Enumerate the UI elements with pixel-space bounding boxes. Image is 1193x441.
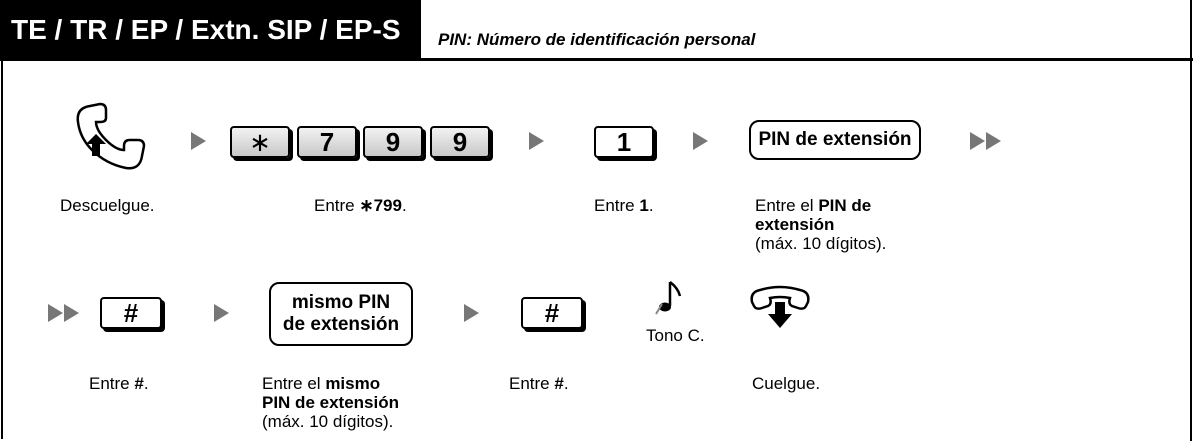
double-arrow-b1 (48, 304, 63, 322)
arrow-3 (693, 132, 708, 150)
step-enter-1: Entre 1. (594, 196, 654, 215)
same-pin-softkey: mismo PIN de extensión (269, 282, 413, 346)
double-arrow-a2 (986, 132, 1001, 150)
right-border (1190, 0, 1192, 441)
key-7: 7 (297, 126, 357, 158)
subtitle: PIN: Número de identificación personal (438, 30, 756, 49)
step-enter-pin: Entre el PIN de extensión (máx. 10 dígit… (755, 196, 887, 253)
arrow-4 (214, 304, 229, 322)
arrow-5 (464, 304, 479, 322)
key-star: ∗ (230, 126, 290, 158)
double-arrow-a1 (970, 132, 985, 150)
page-title: TE / TR / EP / Extn. SIP / EP-S (0, 0, 421, 60)
pin-softkey: PIN de extensión (749, 120, 921, 160)
key-9a: 9 (363, 126, 423, 158)
key-hash-1: # (100, 297, 162, 329)
step-onhook: Cuelgue. (752, 374, 821, 393)
tone-label: Tono C. (646, 326, 705, 345)
step-enter-hash-2: Entre #. (509, 374, 569, 393)
step-enter-hash-1: Entre #. (89, 374, 149, 393)
key-1: 1 (594, 126, 654, 158)
arrow-1 (191, 132, 206, 150)
step-offhook: Descuelgue. (60, 196, 155, 215)
double-arrow-b2 (64, 304, 79, 322)
header-divider (0, 58, 1193, 61)
on-hook-handset-icon (750, 285, 810, 328)
arrow-2 (529, 132, 544, 150)
music-note-icon (655, 281, 682, 315)
step-enter-code: Entre ∗799. (314, 196, 407, 215)
step-enter-same-pin: Entre el mismo PIN de extensión (máx. 10… (262, 374, 399, 431)
off-hook-handset-icon (76, 102, 146, 170)
key-9b: 9 (430, 126, 490, 158)
key-hash-2: # (521, 297, 583, 329)
header: TE / TR / EP / Extn. SIP / EP-S PIN: Núm… (0, 0, 1193, 61)
